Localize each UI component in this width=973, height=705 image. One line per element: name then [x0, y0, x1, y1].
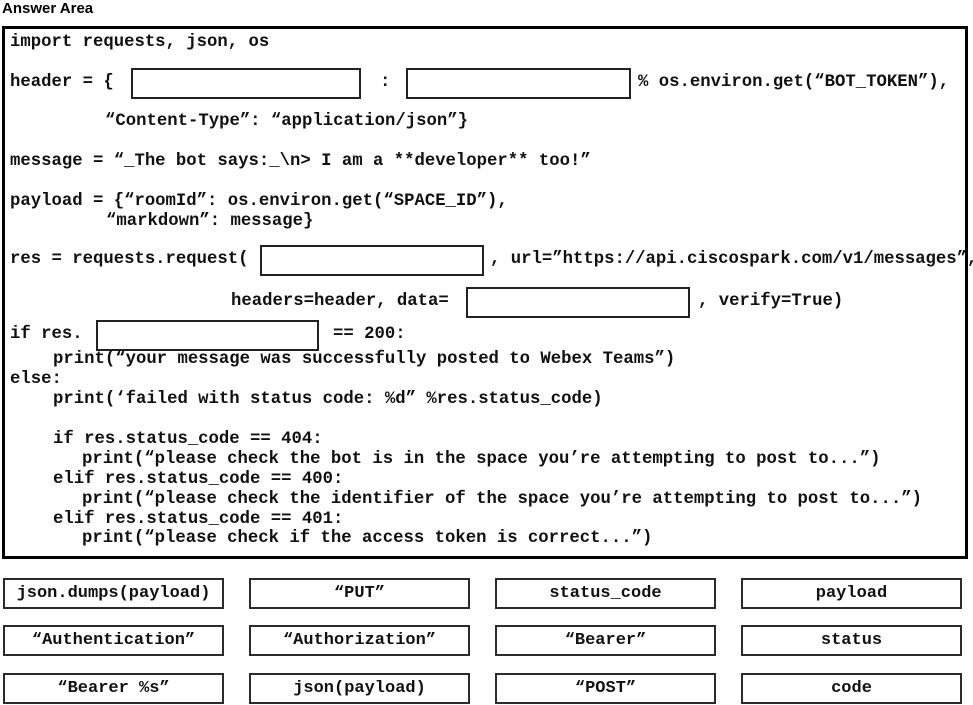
code-line-markdown: “markdown”: message}	[106, 212, 314, 231]
token-payload[interactable]: payload	[741, 578, 962, 609]
code-line-elif-401: elif res.status_code == 401:	[53, 510, 344, 529]
code-line-print-failed: print(‘failed with status code: %d” %res…	[53, 390, 603, 409]
code-line-request2-post: , verify=True)	[698, 292, 844, 311]
token-bearer[interactable]: “Bearer”	[495, 625, 716, 656]
token-json-dumps-payload[interactable]: json.dumps(payload)	[3, 578, 224, 609]
code-line-request-pre: res = requests.request(	[10, 250, 249, 269]
drop-zone-header-value[interactable]	[406, 68, 631, 99]
code-line-message: message = “_The bot says:_\n> I am a **d…	[10, 152, 591, 171]
drop-zone-data[interactable]	[466, 287, 690, 318]
page-title: Answer Area	[2, 0, 94, 17]
token-code[interactable]: code	[741, 673, 962, 704]
code-line-print-404: print(“please check the bot is in the sp…	[82, 450, 881, 469]
code-line-content-type: “Content-Type”: “application/json”}	[105, 112, 468, 131]
code-line-header-colon: :	[380, 73, 391, 92]
token-json-payload[interactable]: json(payload)	[249, 673, 470, 704]
token-bearer-percent-s[interactable]: “Bearer %s”	[3, 673, 224, 704]
code-line-request-post: , url=”https://api.ciscospark.com/v1/mes…	[490, 250, 973, 269]
code-line-if-404: if res.status_code == 404:	[53, 430, 323, 449]
code-line-request2-pre: headers=header, data=	[231, 292, 449, 311]
drop-zone-status-attr[interactable]	[96, 320, 319, 351]
drop-zone-method[interactable]	[260, 245, 484, 276]
token-authentication[interactable]: “Authentication”	[3, 625, 224, 656]
code-line-header-post: % os.environ.get(“BOT_TOKEN”),	[638, 73, 950, 92]
token-authorization[interactable]: “Authorization”	[249, 625, 470, 656]
code-line-payload: payload = {“roomId”: os.environ.get(“SPA…	[10, 192, 508, 211]
code-line-print-401: print(“please check if the access token …	[82, 529, 653, 548]
code-line-elif-400: elif res.status_code == 400:	[53, 470, 344, 489]
token-status-code[interactable]: status_code	[495, 578, 716, 609]
code-line-import: import requests, json, os	[10, 33, 270, 52]
token-put[interactable]: “PUT”	[249, 578, 470, 609]
token-status[interactable]: status	[741, 625, 962, 656]
code-line-if-pre: if res.	[10, 325, 83, 344]
code-line-print-400: print(“please check the identifier of th…	[82, 490, 923, 509]
code-line-print-success: print(“your message was successfully pos…	[53, 350, 676, 369]
code-line-header-pre: header = {	[10, 73, 114, 92]
drop-zone-header-key[interactable]	[131, 68, 361, 99]
code-line-if-post: == 200:	[333, 325, 406, 344]
answer-area-panel: import requests, json, os header = { : %…	[2, 26, 973, 559]
code-line-else: else:	[10, 370, 62, 389]
token-post[interactable]: “POST”	[495, 673, 716, 704]
